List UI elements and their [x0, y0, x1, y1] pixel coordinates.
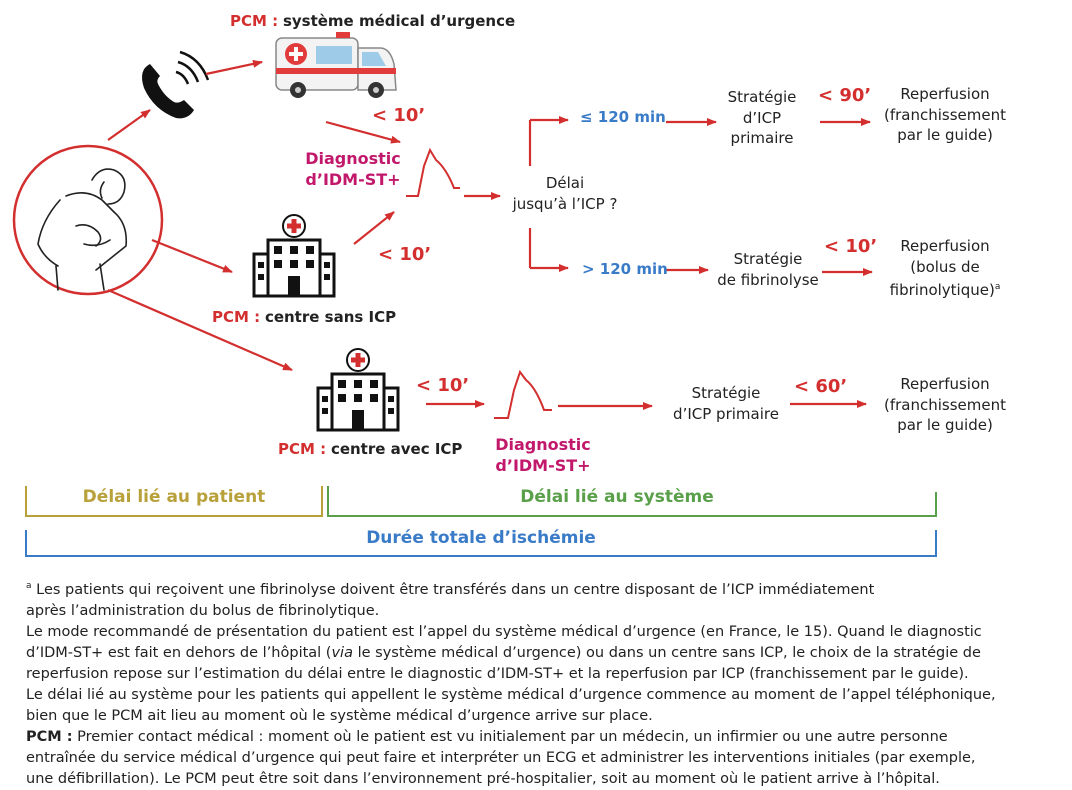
patient-delay-label: Délai lié au patient: [82, 487, 266, 507]
footnote-line: bien que le PCM ait lieu au moment où le…: [26, 707, 653, 724]
delay-icp-primary: < 90’: [818, 85, 872, 106]
arrow-patient-phone: [107, 109, 151, 141]
reperfusion-line: Reperfusion: [900, 85, 990, 103]
footnote-bold: PCM :: [26, 728, 73, 745]
system-delay-brace: [327, 486, 937, 517]
arrow-patient-pci: [107, 288, 293, 372]
reperfusion-guide-bottom: Reperfusion (franchissement par le guide…: [878, 374, 1012, 436]
delay-nonpci-diag: < 10’: [378, 244, 432, 265]
branch-le120: ≤ 120 min: [580, 108, 666, 126]
footnote-line: Le mode recommandé de présentation du pa…: [26, 623, 982, 640]
system-delay-label: Délai lié au système: [520, 487, 714, 507]
ambulance-icon: [275, 32, 397, 98]
footnote-line: reperfusion repose sur l’estimation du d…: [26, 665, 969, 682]
reperfusion-line: par le guide): [897, 126, 993, 144]
reperfusion-bolus: Reperfusion (bolus de fibrinolytique)a: [878, 236, 1012, 301]
footnote-a: a Les patients qui reçoivent une fibrino…: [26, 576, 1026, 601]
footnote-text: Les patients qui reçoivent une fibrinoly…: [31, 581, 875, 598]
diagnostic-label-top: Diagnostic d’IDM-ST+: [300, 148, 406, 190]
reperfusion-line: par le guide): [897, 416, 993, 434]
strategy-line: Stratégie: [733, 250, 803, 268]
strategy-icp-primary-pci: Stratégie d’ICP primaire: [664, 383, 788, 424]
arrow-ambulance-diag: [325, 120, 401, 144]
pcm-pci-label: PCM : centre avec ICP: [278, 440, 462, 458]
footnote-italic: via: [331, 644, 353, 661]
decision-line2: jusqu’à l’ICP ?: [512, 195, 618, 213]
hospital-non-pci-icon: [252, 214, 336, 298]
decision-line1: Délai: [545, 174, 585, 192]
strategy-line: Stratégie: [727, 88, 797, 106]
strategy-line: d’ICP primaire: [673, 404, 779, 423]
strategy-icp-primary: Stratégie d’ICP primaire: [714, 87, 810, 149]
pcm-ems-label: PCM : système médical d’urgence: [230, 12, 515, 30]
reperfusion-guide-top: Reperfusion (franchissement par le guide…: [878, 84, 1012, 146]
footnote-marker: a: [994, 282, 1001, 292]
diagnostic-line1: Diagnostic: [495, 435, 591, 454]
strategy-line: d’ICP: [742, 108, 782, 127]
ecg-trace-bottom-icon: [494, 369, 552, 419]
reperfusion-line-text: fibrinolytique): [889, 281, 995, 299]
strategy-line: primaire: [730, 129, 794, 147]
footnote-line: PCM : Premier contact médical : moment o…: [26, 727, 1026, 748]
footnote-marker: a: [26, 581, 32, 591]
diagnostic-line2: d’IDM-ST+: [305, 170, 401, 189]
diagram-canvas: [12, 32, 937, 557]
reperfusion-line: (franchissement: [883, 395, 1006, 414]
strategy-line: de fibrinolyse: [717, 270, 819, 289]
pcm-prefix: PCM :: [212, 308, 261, 326]
footnotes: a Les patients qui reçoivent une fibrino…: [26, 576, 1026, 790]
hospital-pci-icon: [316, 348, 400, 432]
strategy-fibrinolysis: Stratégie de fibrinolyse: [710, 249, 826, 290]
reperfusion-line: Reperfusion: [900, 237, 990, 255]
patient-chest-pain-icon: [12, 144, 164, 296]
arrow-patient-nonpci: [151, 238, 233, 274]
pcm-non-pci-text: centre sans ICP: [264, 308, 397, 326]
delay-fibrinolysis: < 10’: [824, 236, 878, 257]
diagnostic-label-bottom: Diagnostic d’IDM-ST+: [490, 434, 596, 476]
pcm-prefix: PCM :: [230, 12, 279, 30]
total-ischemia-label: Durée totale d’ischémie: [366, 528, 596, 548]
pcm-ems-text: système médical d’urgence: [282, 12, 516, 30]
pcm-prefix: PCM :: [278, 440, 327, 458]
decision-label: Délai jusqu’à l’ICP ?: [500, 173, 630, 215]
footnote-text: le système médical d’urgence) ou dans un…: [352, 644, 981, 661]
delay-ems-diag: < 10’: [372, 105, 426, 126]
total-ischemia-brace: [25, 530, 937, 557]
branch-gt120: > 120 min: [582, 260, 668, 278]
pcm-pci-text: centre avec ICP: [330, 440, 463, 458]
strategy-line: Stratégie: [691, 384, 761, 402]
footnote-text: d’IDM-ST+ est fait en dehors de l’hôpita…: [26, 644, 332, 661]
delay-pci-center-icp: < 60’: [794, 376, 848, 397]
footnote-line: après l’administration du bolus de fibri…: [26, 602, 380, 619]
footnote-line: d’IDM-ST+ est fait en dehors de l’hôpita…: [26, 643, 1026, 664]
footnote-text: Premier contact médical : moment où le p…: [72, 728, 948, 745]
diagnostic-line2: d’IDM-ST+: [495, 456, 591, 475]
delay-pci-diag: < 10’: [416, 375, 470, 396]
ecg-trace-top-icon: [406, 147, 460, 197]
reperfusion-line: (franchissement: [883, 105, 1006, 124]
arrow-nonpci-diag: [353, 211, 395, 245]
diagnostic-line1: Diagnostic: [305, 149, 401, 168]
patient-delay-brace: [25, 486, 323, 517]
phone-call-icon: [142, 50, 210, 119]
arrow-phone-ambulance: [205, 59, 263, 76]
footnote-line: Le délai lié au système pour les patient…: [26, 686, 996, 703]
reperfusion-line: fibrinolytique)a: [878, 277, 1012, 301]
footnote-line: entraînée du service médical d’urgence q…: [26, 749, 976, 766]
reperfusion-line: (bolus de: [910, 257, 980, 276]
reperfusion-line: Reperfusion: [900, 375, 990, 393]
pcm-non-pci-label: PCM : centre sans ICP: [212, 308, 396, 326]
